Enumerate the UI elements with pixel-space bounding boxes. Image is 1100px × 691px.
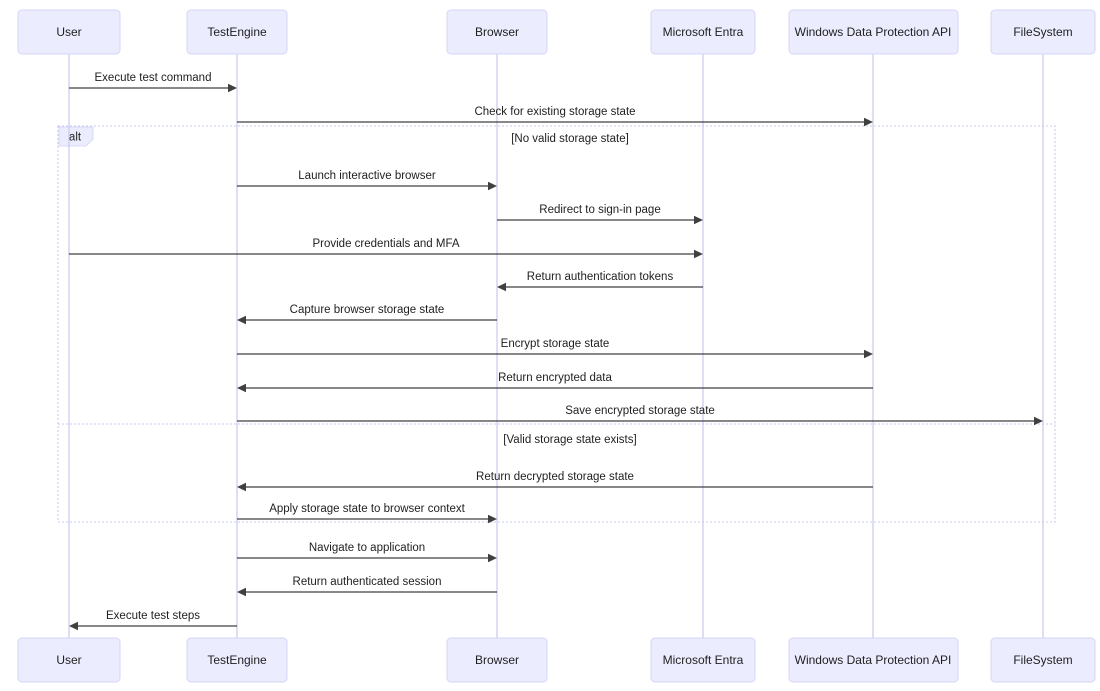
participant-box [17,637,121,683]
participant-box [17,9,121,55]
participant-dpapi-header[interactable]: Windows Data Protection API [788,9,959,55]
message-arrowhead [237,315,246,325]
message-8[interactable]: Encrypt storage state [237,338,873,359]
message-label: Return authentication tokens [527,271,674,283]
participant-box [788,9,959,55]
participant-box [186,9,288,55]
message-5[interactable]: Provide credentials and MFA [69,238,703,259]
participant-entra-footer[interactable]: Microsoft Entra [650,637,756,683]
message-arrowhead [488,514,497,524]
participant-box [650,9,756,55]
alt-fragment-tag-shape [58,126,94,147]
message-label: Return decrypted storage state [476,471,634,483]
message-arrowhead [694,249,703,259]
participant-box [186,637,288,683]
lifeline-layer [68,54,1044,638]
participant-header-layer: User TestEngine Browser Microsoft Entra Wind… [17,9,1096,55]
message-label: Encrypt storage state [501,338,610,350]
message-label: Launch interactive browser [298,170,436,182]
message-label: Execute test command [95,72,212,84]
participant-label: User [56,25,81,39]
participant-user-header[interactable]: User [17,9,121,55]
participant-label: Windows Data Protection API [795,25,952,39]
participant-label: TestEngine [207,25,267,39]
participant-label: Microsoft Entra [663,653,744,667]
alt-fragment-frame [57,125,1056,523]
participant-label: Microsoft Entra [663,25,744,39]
participant-user-footer[interactable]: User [17,637,121,683]
message-arrowhead [69,621,78,631]
participant-box [990,637,1096,683]
participant-label: TestEngine [207,653,267,667]
message-arrowhead [488,181,497,191]
participant-entra-header[interactable]: Microsoft Entra [650,9,756,55]
message-12[interactable]: Apply storage state to browser context [237,503,497,524]
message-label: Execute test steps [106,610,200,622]
participant-label: Browser [475,25,519,39]
message-arrowhead [1034,416,1043,426]
participant-browser-footer[interactable]: Browser [446,637,548,683]
message-label: Return encrypted data [498,372,612,384]
message-label: Return authenticated session [293,576,442,588]
message-label: Provide credentials and MFA [312,238,459,250]
participant-filesystem-footer[interactable]: FileSystem [990,637,1096,683]
message-arrowhead [497,282,506,292]
participant-box [990,9,1096,55]
message-label: Apply storage state to browser context [269,503,465,515]
participant-box [650,637,756,683]
participant-browser-header[interactable]: Browser [446,9,548,55]
alt-condition-label: [No valid storage state] [511,133,629,145]
message-14[interactable]: Return authenticated session [237,576,497,597]
message-label: Navigate to application [309,542,425,554]
fragment-layer: alt [No valid storage state] [Valid storag… [57,125,1056,523]
message-label: Check for existing storage state [474,106,635,118]
message-arrowhead [694,215,703,225]
participant-box [446,9,548,55]
message-arrowhead [237,383,246,393]
message-10[interactable]: Save encrypted storage state [237,405,1043,426]
participant-box [788,637,959,683]
message-6[interactable]: Return authentication tokens [497,271,703,292]
participant-testengine-footer[interactable]: TestEngine [186,637,288,683]
message-arrowhead [864,349,873,359]
message-4[interactable]: Redirect to sign-in page [497,204,703,225]
participant-label: FileSystem [1013,653,1072,667]
message-7[interactable]: Capture browser storage state [237,304,497,325]
participant-label: FileSystem [1013,25,1072,39]
participant-dpapi-footer[interactable]: Windows Data Protection API [788,637,959,683]
message-arrowhead [228,83,237,93]
participant-testengine-header[interactable]: TestEngine [186,9,288,55]
message-13[interactable]: Navigate to application [237,542,497,563]
participant-box [446,637,548,683]
message-1[interactable]: Execute test command [69,72,237,93]
message-arrowhead [237,587,246,597]
participant-label: Browser [475,653,519,667]
message-arrowhead [864,117,873,127]
message-label: Redirect to sign-in page [539,204,660,216]
participant-label: User [56,653,81,667]
message-2[interactable]: Check for existing storage state [237,106,873,127]
alt-condition-label: [Valid storage state exists] [503,434,636,446]
message-9[interactable]: Return encrypted data [237,372,873,393]
participant-label: Windows Data Protection API [795,653,952,667]
message-label: Capture browser storage state [290,304,445,316]
message-label: Save encrypted storage state [565,405,715,417]
message-arrowhead [488,553,497,563]
participant-filesystem-header[interactable]: FileSystem [990,9,1096,55]
message-15[interactable]: Execute test steps [69,610,237,631]
participant-footer-layer: User TestEngine Browser Microsoft Entra Wind… [17,637,1096,683]
alt-fragment-tag-label: alt [69,132,82,144]
message-arrowhead [237,482,246,492]
message-3[interactable]: Launch interactive browser [237,170,497,191]
message-11[interactable]: Return decrypted storage state [237,471,873,492]
